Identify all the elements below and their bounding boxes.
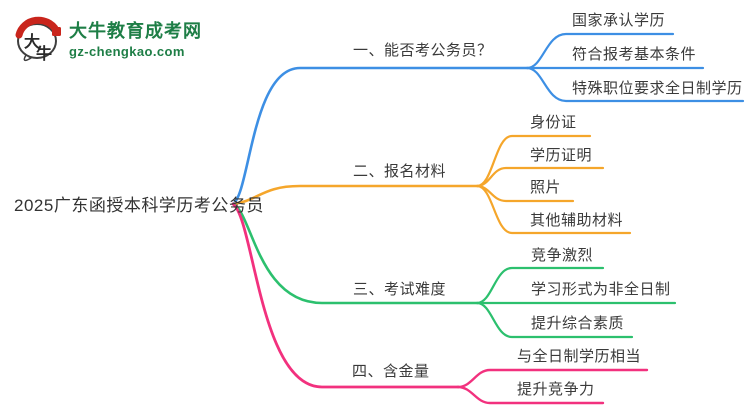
branch-3-line — [231, 202, 479, 305]
branch-2-child-1[interactable]: 身份证 — [530, 114, 577, 131]
branch-4-label[interactable]: 四、含金量 — [352, 363, 430, 380]
branch-3-child-1-connector — [475, 266, 605, 305]
branch-3-child-2[interactable]: 学习形式为非全日制 — [531, 281, 671, 298]
branch-1-child-1[interactable]: 国家承认学历 — [572, 12, 666, 29]
mascot-char-niu: 牛 — [36, 44, 52, 63]
site-logo[interactable]: 大 牛 大牛教育成考网 gz-chengkao.com — [12, 12, 202, 64]
branch-4-child-2[interactable]: 提升竞争力 — [517, 381, 595, 398]
branch-4-child-1[interactable]: 与全日制学历相当 — [517, 348, 642, 365]
mascot-char-da: 大 — [24, 32, 40, 51]
branch-1-child-3-connector — [525, 66, 745, 103]
branch-3-label[interactable]: 三、考试难度 — [353, 281, 447, 298]
branch-2-child-3[interactable]: 照片 — [530, 179, 562, 196]
daniu-mascot-icon: 大 牛 — [15, 16, 61, 63]
site-name: 大牛教育成考网 — [69, 21, 202, 41]
branch-1-child-2[interactable]: 符合报考基本条件 — [572, 46, 697, 63]
site-domain: gz-chengkao.com — [69, 44, 185, 59]
branch-1-line — [231, 66, 529, 206]
branch-2-line — [231, 184, 479, 206]
branch-3-child-3[interactable]: 提升综合素质 — [531, 315, 625, 332]
branch-1-label[interactable]: 一、能否考公务员？ — [353, 42, 493, 59]
branch-1-child-3[interactable]: 特殊职位要求全日制学历 — [572, 80, 743, 97]
root-node[interactable]: 2025广东函授本科学历考公务员 — [14, 196, 264, 215]
branch-2-child-4-connector — [475, 184, 632, 235]
branch-4-line — [231, 202, 460, 389]
branch-3-child-3-connector — [475, 301, 634, 339]
branch-4-child-2-connector — [456, 385, 605, 405]
branch-3-child-1[interactable]: 竞争激烈 — [531, 247, 594, 264]
branch-2-child-2[interactable]: 学历证明 — [530, 147, 593, 164]
branch-2-child-4[interactable]: 其他辅助材料 — [530, 212, 624, 229]
branch-1-child-1-connector — [525, 32, 675, 70]
branch-2-label[interactable]: 二、报名材料 — [353, 163, 447, 180]
